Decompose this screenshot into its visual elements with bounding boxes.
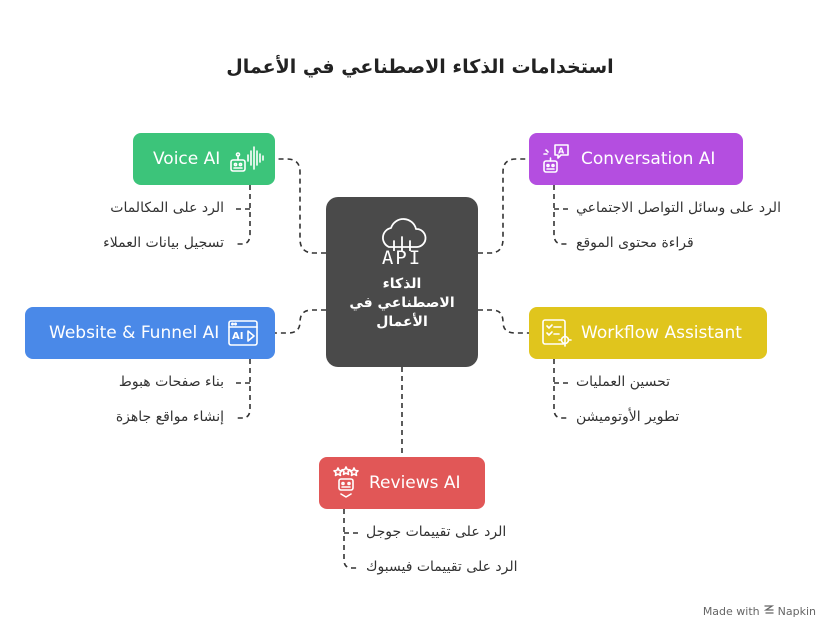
connector-workflow-items — [553, 359, 568, 419]
reviews-robot-icon — [331, 466, 361, 500]
svg-text:A: A — [558, 147, 565, 156]
voice-item-1: الرد على المكالمات — [110, 200, 224, 216]
voice-ai-label: Voice AI — [153, 149, 221, 169]
napkin-logo-icon — [763, 604, 775, 618]
chat-robot-icon: A — [541, 142, 571, 176]
footer-brand: Napkin — [777, 604, 816, 618]
center-node: API الذكاء الاصطناعي في الأعمال — [326, 197, 478, 367]
workflow-assistant-label: Workflow Assistant — [581, 323, 742, 343]
connector-voice-items — [236, 185, 251, 245]
connector-website — [275, 309, 326, 334]
api-label: API — [381, 247, 423, 269]
conversation-ai-label: Conversation AI — [581, 149, 716, 169]
reviews-ai-node[interactable]: Reviews AI — [319, 457, 485, 509]
website-item-1: بناء صفحات هبوط — [118, 374, 224, 390]
connector-conversation — [478, 158, 529, 254]
diagram-title: استخدامات الذكاء الاصطناعي في الأعمال — [226, 56, 614, 78]
svg-text:AI: AI — [232, 331, 243, 342]
connector-website-items — [236, 359, 251, 419]
checklist-gear-icon — [541, 317, 573, 349]
reviews-item-1: الرد على تقييمات جوجل — [366, 524, 507, 540]
workflow-item-1: تحسين العمليات — [576, 374, 671, 390]
voice-ai-node[interactable]: Voice AI — [133, 133, 275, 185]
voice-item-2: تسجيل بيانات العملاء — [103, 235, 224, 251]
conversation-item-1: الرد على وسائل التواصل الاجتماعي — [576, 200, 781, 216]
website-funnel-ai-label: Website & Funnel AI — [49, 323, 220, 343]
connector-reviews-items — [343, 509, 358, 569]
connector-conversation-items — [553, 185, 568, 245]
workflow-assistant-node[interactable]: Workflow Assistant — [529, 307, 767, 359]
website-funnel-ai-node[interactable]: Website & Funnel AI AI — [25, 307, 275, 359]
conversation-item-2: قراءة محتوى الموقع — [576, 235, 694, 251]
voice-robot-icon — [228, 142, 266, 176]
footer: Made with Napkin — [703, 604, 816, 618]
center-title: الذكاء الاصطناعي في الأعمال — [326, 275, 478, 332]
website-ai-icon: AI — [227, 317, 259, 349]
reviews-item-2: الرد على تقييمات فيسبوك — [366, 559, 518, 575]
center-title-line-3: الأعمال — [376, 314, 428, 330]
conversation-ai-node[interactable]: A Conversation AI — [529, 133, 743, 185]
center-title-line-1: الذكاء — [382, 276, 422, 292]
website-item-2: إنشاء مواقع جاهزة — [115, 409, 224, 425]
connector-workflow — [478, 309, 529, 334]
footer-made-with: Made with — [702, 604, 760, 618]
cloud-icon — [375, 217, 429, 255]
reviews-ai-label: Reviews AI — [369, 473, 461, 493]
workflow-item-2: تطوير الأوتوميشن — [576, 409, 680, 425]
center-title-line-2: الاصطناعي في — [349, 295, 455, 311]
connector-voice — [275, 158, 326, 254]
